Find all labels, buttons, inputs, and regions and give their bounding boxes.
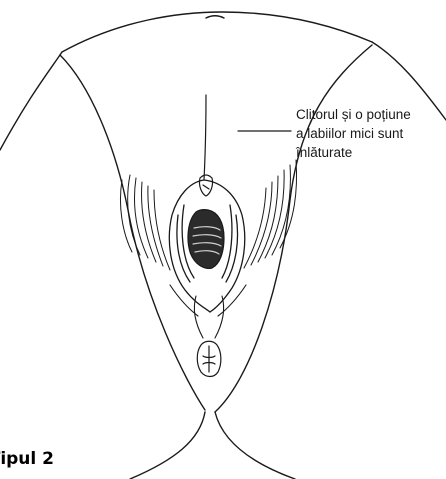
callout-annotation: Clitorul și o poțiune a labiilor mici su… <box>296 105 446 162</box>
perineum-lines <box>170 285 246 338</box>
anus <box>197 341 221 376</box>
callout-line-2: a labiilor mici sunt <box>296 124 446 143</box>
cleft-line <box>204 95 206 180</box>
callout-line-1: Clitorul și o poțiune <box>296 105 446 124</box>
left-labia-hatching <box>120 175 170 270</box>
clitoral-remnant <box>199 175 212 196</box>
callout-line-3: înlăturate <box>296 143 446 162</box>
figure-type-label: Tipul 2 <box>0 448 60 472</box>
vaginal-opening <box>188 210 224 269</box>
figure-type-text: Tipul 2 <box>0 448 54 470</box>
